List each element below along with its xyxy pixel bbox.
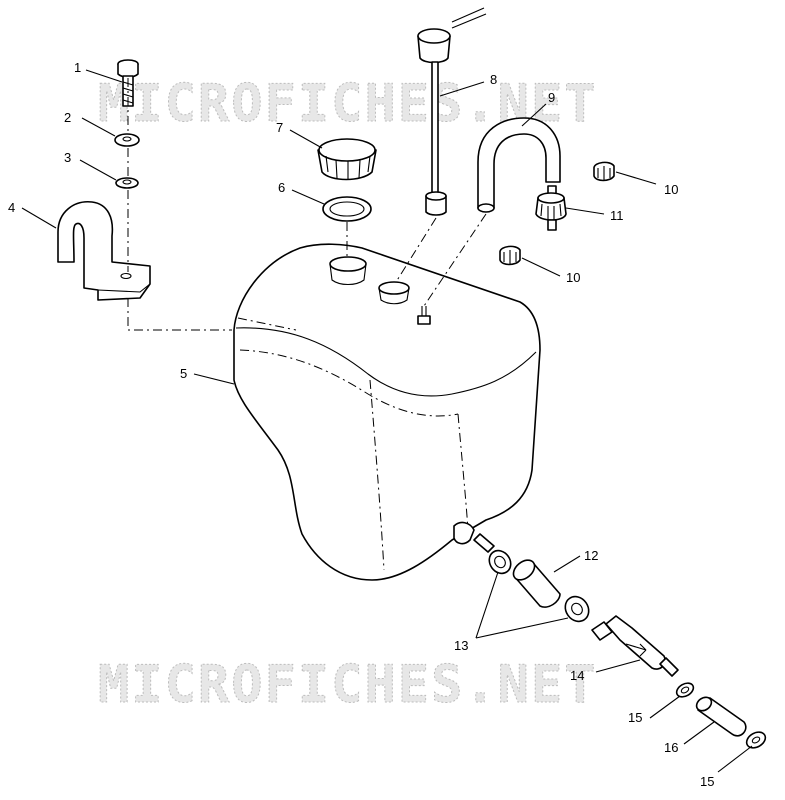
callout-6: 6 xyxy=(278,180,285,195)
callout-1: 1 xyxy=(74,60,81,75)
hose-clamp-upper xyxy=(593,161,615,182)
callout-13: 13 xyxy=(454,638,468,653)
cap-gasket xyxy=(322,196,372,222)
callout-12: 12 xyxy=(584,548,598,563)
callout-2: 2 xyxy=(64,110,71,125)
watermark-bottom: MICROFICHES.NET xyxy=(98,655,598,715)
callout-7: 7 xyxy=(276,120,283,135)
callout-9: 9 xyxy=(548,90,555,105)
hose-clamp-lower xyxy=(499,245,521,266)
washer xyxy=(114,133,140,147)
hose-clamp-15-lower xyxy=(745,731,767,749)
callout-3: 3 xyxy=(64,150,71,165)
fuel-filter xyxy=(591,615,679,677)
callout-15-upper: 15 xyxy=(628,710,642,725)
watermark-top: MICROFICHES.NET xyxy=(98,74,598,134)
callout-8: 8 xyxy=(490,72,497,87)
small-washer xyxy=(115,177,139,189)
callout-labels: 1 2 3 4 5 6 7 8 9 10 10 11 12 13 14 15 1… xyxy=(8,60,714,789)
fuel-cap xyxy=(317,138,377,181)
tank-bracket xyxy=(57,201,151,301)
hose-clamp-15-upper xyxy=(675,682,695,698)
callout-4: 4 xyxy=(8,200,15,215)
tank-outlet-fitting xyxy=(473,533,495,553)
callout-15-lower: 15 xyxy=(700,774,714,789)
callout-10-upper: 10 xyxy=(664,182,678,197)
callout-5: 5 xyxy=(180,366,187,381)
alignment-lines xyxy=(127,78,487,331)
hose-clamp-right xyxy=(564,595,590,623)
fuel-gauge xyxy=(417,7,487,216)
callout-16: 16 xyxy=(664,740,678,755)
callout-10-lower: 10 xyxy=(566,270,580,285)
fuel-tank xyxy=(233,243,541,581)
callout-14: 14 xyxy=(570,668,584,683)
fuel-hose xyxy=(512,559,561,608)
vent-valve xyxy=(535,185,567,231)
vent-hose xyxy=(477,117,561,213)
leader-lines xyxy=(21,69,753,773)
callout-11: 11 xyxy=(610,208,624,223)
hose-clamp-left xyxy=(488,549,512,575)
short-hose xyxy=(695,696,747,737)
